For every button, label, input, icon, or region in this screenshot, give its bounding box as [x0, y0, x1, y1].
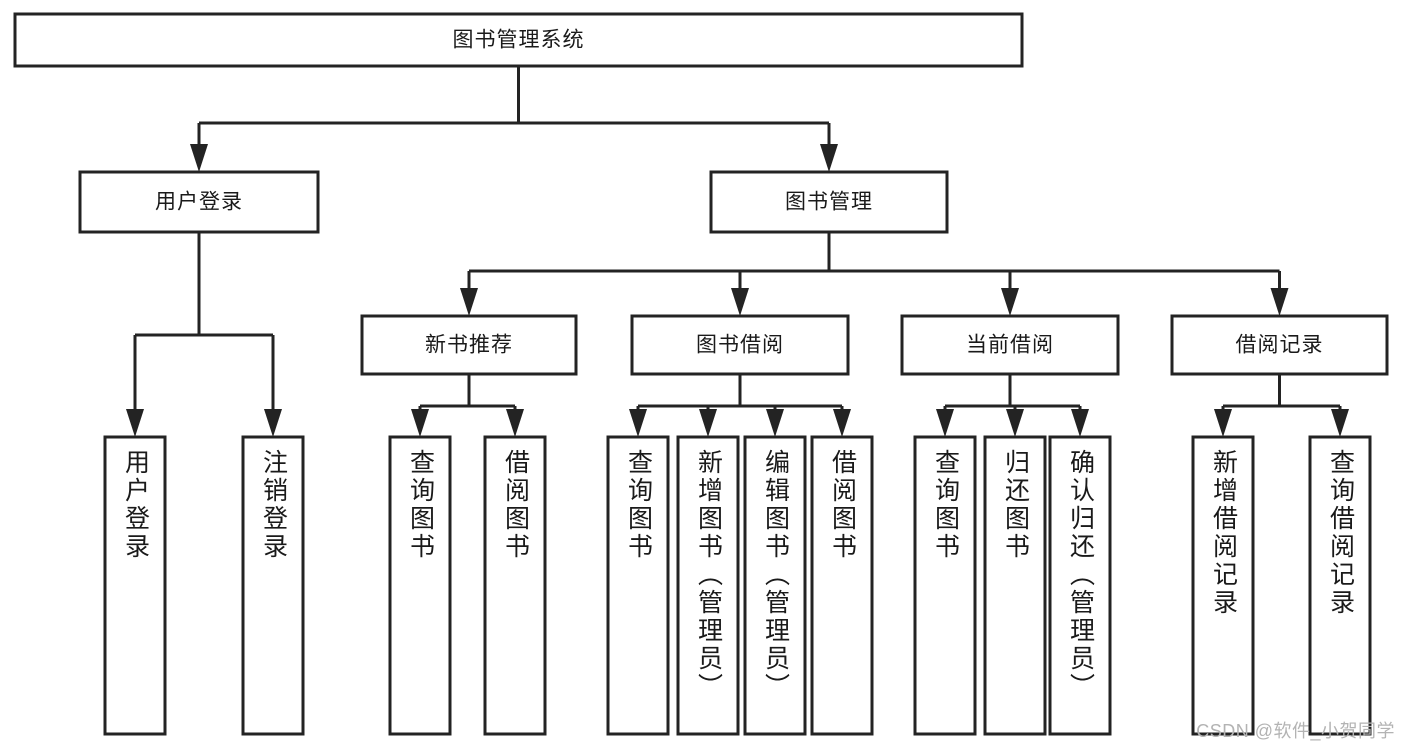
node-box-book-borrow: [630, 314, 850, 376]
node-box-leaf-edit-book-admin: [743, 435, 807, 736]
node-box-leaf-confirm-return-admin: [1048, 435, 1112, 736]
node-label-book-borrow: 图书借阅: [696, 334, 784, 357]
node-book-borrow[interactable]: 图书借阅: [630, 314, 850, 376]
arrow-head-leaf-add-borrow-record: [1214, 409, 1232, 437]
arrow-head-leaf-query-book-borrow: [629, 409, 647, 437]
node-label-new-book-recommend: 新书推荐: [425, 334, 513, 357]
node-leaf-add-borrow-record[interactable]: [1191, 435, 1255, 736]
node-new-book-recommend[interactable]: 新书推荐: [360, 314, 578, 376]
csdn-watermark: CSDN @软件_小贺同学: [1196, 721, 1395, 741]
node-box-leaf-return-book: [983, 435, 1047, 736]
arrow-head-leaf-borrow-book: [833, 409, 851, 437]
node-box-leaf-add-book-admin: [676, 435, 740, 736]
node-leaf-user-login[interactable]: [103, 435, 167, 736]
node-box-leaf-borrow-book: [810, 435, 874, 736]
node-leaf-return-book[interactable]: [983, 435, 1047, 736]
node-box-leaf-query-book-current: [913, 435, 977, 736]
node-box-root: [13, 12, 1024, 68]
node-box-leaf-add-borrow-record: [1191, 435, 1255, 736]
node-leaf-query-book-new[interactable]: [388, 435, 452, 736]
node-box-current-borrow: [900, 314, 1120, 376]
node-box-new-book-recommend: [360, 314, 578, 376]
arrow-head-leaf-query-book-new: [411, 409, 429, 437]
node-label-current-borrow: 当前借阅: [966, 334, 1054, 357]
node-label-book-management: 图书管理: [785, 191, 873, 214]
node-box-book-management: [709, 170, 949, 234]
node-root[interactable]: 图书管理系统: [13, 12, 1024, 68]
node-current-borrow[interactable]: 当前借阅: [900, 314, 1120, 376]
node-box-leaf-user-login: [103, 435, 167, 736]
node-label-user-login: 用户登录: [155, 191, 243, 214]
arrow-head-leaf-user-login: [126, 409, 144, 437]
arrow-head-leaf-add-book-admin: [699, 409, 717, 437]
arrow-head-leaf-logout: [264, 409, 282, 437]
arrow-head-leaf-query-book-current: [936, 409, 954, 437]
connectors-layer: [126, 66, 1349, 437]
node-leaf-confirm-return-admin[interactable]: [1048, 435, 1112, 736]
arrow-head-leaf-edit-book-admin: [766, 409, 784, 437]
node-box-leaf-query-book-borrow: [606, 435, 670, 736]
arrow-head-user-login: [190, 144, 208, 172]
arrow-head-current-borrow: [1001, 288, 1019, 316]
arrow-head-leaf-return-book: [1006, 409, 1024, 437]
node-box-leaf-borrow-book-new: [483, 435, 547, 736]
node-leaf-add-book-admin[interactable]: [676, 435, 740, 736]
arrow-head-leaf-borrow-book-new: [506, 409, 524, 437]
node-leaf-query-book-borrow[interactable]: [606, 435, 670, 736]
node-leaf-borrow-book-new[interactable]: [483, 435, 547, 736]
arrow-head-new-book-recommend: [460, 288, 478, 316]
node-leaf-query-borrow-record[interactable]: [1308, 435, 1372, 736]
arrow-head-borrow-record: [1270, 288, 1289, 316]
arrow-head-leaf-confirm-return-admin: [1071, 409, 1089, 437]
node-leaf-logout[interactable]: [241, 435, 305, 736]
node-label-root: 图书管理系统: [453, 29, 585, 52]
node-borrow-record[interactable]: 借阅记录: [1170, 314, 1389, 376]
node-book-management[interactable]: 图书管理: [709, 170, 949, 234]
node-box-leaf-query-book-new: [388, 435, 452, 736]
node-leaf-edit-book-admin[interactable]: [743, 435, 807, 736]
node-user-login[interactable]: 用户登录: [78, 170, 320, 234]
node-label-borrow-record: 借阅记录: [1236, 334, 1324, 357]
arrow-head-leaf-query-borrow-record: [1331, 409, 1349, 437]
node-box-user-login: [78, 170, 320, 234]
node-leaf-borrow-book[interactable]: [810, 435, 874, 736]
node-leaf-query-book-current[interactable]: [913, 435, 977, 736]
node-box-borrow-record: [1170, 314, 1389, 376]
node-box-leaf-query-borrow-record: [1308, 435, 1372, 736]
node-box-leaf-logout: [241, 435, 305, 736]
arrow-head-book-management: [820, 144, 838, 172]
arrow-head-book-borrow: [731, 288, 749, 316]
